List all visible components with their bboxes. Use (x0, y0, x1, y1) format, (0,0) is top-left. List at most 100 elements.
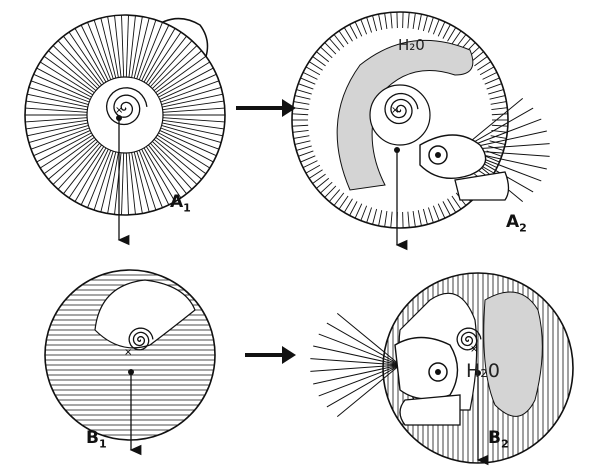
rib-line (93, 19, 114, 79)
rib-line (152, 45, 198, 89)
rib-line (488, 89, 504, 95)
shell-a2: × (291, 11, 550, 251)
rib-line (152, 141, 198, 185)
rib-line (162, 93, 223, 108)
rib-line (343, 198, 353, 213)
rib-line (121, 15, 125, 78)
arrow-b-head (282, 346, 296, 364)
rib-line (455, 34, 467, 48)
rib-line (143, 147, 176, 202)
rib-line (100, 151, 117, 213)
rib-line (131, 16, 143, 78)
rib-line (298, 150, 314, 157)
rib-line (148, 35, 187, 86)
rib-line (305, 66, 321, 76)
rib-line (159, 73, 217, 100)
rib-line (488, 145, 504, 151)
rib-line (451, 195, 462, 210)
rib-line (417, 14, 422, 30)
rib-line (328, 189, 341, 202)
rib-line (407, 12, 410, 29)
rib-line (80, 148, 109, 206)
rib-line (158, 132, 214, 163)
rib-line (156, 134, 211, 169)
rib-line (150, 142, 193, 190)
center-of-buoyancy-mark: × (470, 344, 478, 355)
rib-line (437, 203, 446, 219)
rib-line (490, 135, 507, 139)
rib-line (447, 198, 457, 213)
tentacle (326, 322, 401, 366)
rib-line (412, 13, 416, 30)
shell-b1: × (44, 269, 216, 456)
rib-line (155, 136, 207, 175)
rib-line (390, 211, 393, 228)
tentacle (310, 364, 401, 372)
rib-line (33, 73, 91, 100)
rib-line (30, 127, 90, 150)
rib-line (121, 152, 125, 215)
rib-line (338, 30, 349, 45)
center-of-buoyancy-mark: × (115, 105, 123, 116)
rib-line (333, 192, 345, 206)
rib-line (298, 83, 314, 90)
label-b2: B2 (488, 428, 509, 451)
rib-line (162, 107, 225, 113)
rib-line (343, 27, 353, 42)
rib-line (491, 124, 508, 127)
rib-line (52, 141, 98, 185)
rib-line (378, 14, 383, 30)
soft-body (394, 336, 459, 400)
rib-line (474, 56, 488, 67)
rib-line (328, 38, 341, 51)
rib-line (384, 13, 388, 30)
rib-line (491, 107, 508, 110)
rib-line (316, 51, 330, 63)
rib-line (138, 150, 163, 208)
rib-line (80, 24, 109, 82)
rib-line (302, 160, 318, 169)
hyponome-funnel (454, 171, 510, 201)
rib-line (316, 177, 330, 189)
rib-line (27, 93, 88, 108)
rib-line (27, 122, 88, 137)
rib-line (366, 17, 372, 33)
rib-line (437, 21, 446, 37)
rib-line (490, 101, 507, 105)
rib-line (162, 119, 225, 130)
rib-line (372, 208, 378, 225)
rib-line (470, 51, 484, 63)
shell-a1: × (24, 14, 226, 246)
rib-line (131, 152, 143, 214)
tentacle (336, 364, 401, 418)
rib-line (161, 125, 222, 143)
rib-line (320, 181, 333, 194)
tentacle (313, 345, 401, 366)
rib-line (156, 61, 211, 96)
rib-line (477, 61, 492, 71)
rib-line (349, 24, 358, 39)
rib-line (162, 122, 223, 137)
inner-whorl (86, 76, 164, 154)
rib-line (153, 50, 202, 91)
rib-line (442, 201, 451, 216)
rib-line (312, 173, 326, 184)
spiral-coil (105, 87, 148, 126)
rib-line (333, 34, 345, 48)
rib-line (141, 24, 170, 82)
rib-line (390, 12, 393, 29)
rib-line (432, 19, 440, 35)
rib-line (296, 89, 312, 95)
rib-line (384, 210, 388, 227)
rib-line (354, 21, 363, 37)
rib-line (145, 31, 182, 84)
rib-line (294, 95, 311, 100)
rib-line (324, 185, 337, 198)
water-chamber (483, 291, 543, 417)
rib-line (133, 151, 150, 213)
rib-line (442, 24, 451, 39)
rib-line (25, 100, 88, 111)
rib-line (292, 113, 309, 116)
rib-line (48, 139, 97, 180)
